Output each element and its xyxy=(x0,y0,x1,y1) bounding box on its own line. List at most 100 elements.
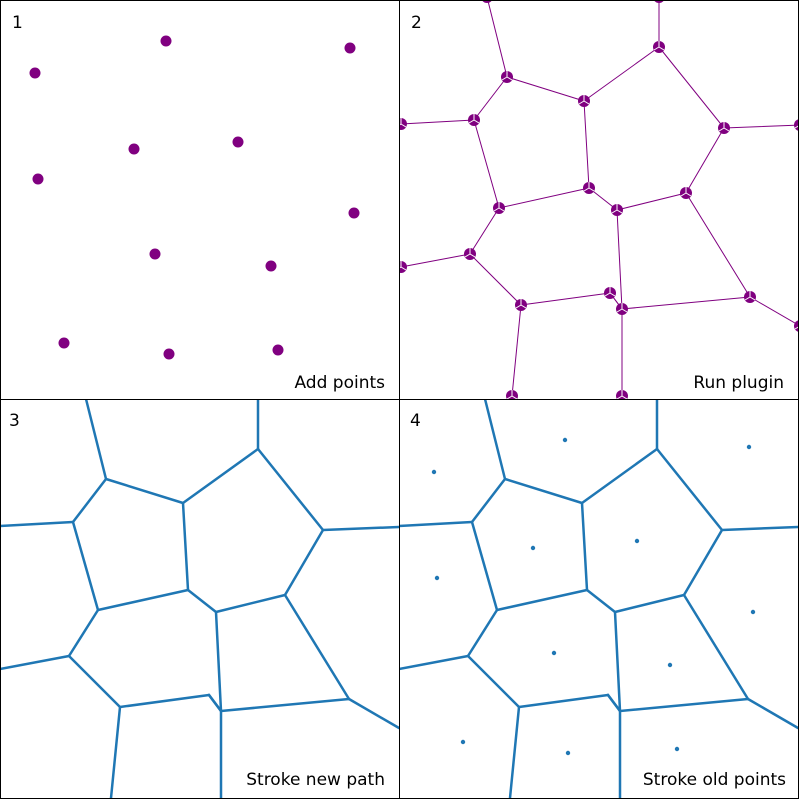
path-node-tick xyxy=(400,123,407,128)
voronoi-path-edge xyxy=(723,124,798,129)
path-node-handle xyxy=(399,261,407,273)
panel-stroke-old-points: 4 Stroke old points xyxy=(399,399,798,798)
path-node-handle xyxy=(464,248,476,260)
stroked-voronoi-edge xyxy=(580,447,659,505)
path-node-tick xyxy=(399,123,402,126)
stroked-voronoi-edge xyxy=(181,501,190,592)
path-node-handle xyxy=(506,390,518,399)
path-node-handle xyxy=(501,71,513,83)
seed-point xyxy=(344,42,356,54)
panel-add-points: 1 Add points xyxy=(12,13,385,393)
path-node-tick xyxy=(520,304,527,309)
path-node-tick xyxy=(749,296,756,301)
path-node-tick xyxy=(723,127,730,132)
path-node-handle xyxy=(680,187,692,199)
stroked-voronoi-edge xyxy=(618,697,750,713)
path-node-tick xyxy=(794,125,798,129)
path-node-tick xyxy=(621,308,628,313)
panel-run-plugin: 2 Run plugin xyxy=(399,0,798,399)
path-node-handle xyxy=(616,303,628,315)
stroked-voronoi-edge xyxy=(682,593,750,701)
voronoi-path-edge xyxy=(621,296,751,310)
seed-point xyxy=(29,67,41,79)
stroked-seed-point xyxy=(431,469,437,475)
path-node-tick xyxy=(685,192,692,197)
seed-point xyxy=(232,136,244,148)
seed-point xyxy=(163,348,175,360)
path-node-tick xyxy=(506,76,513,81)
path-node-tick xyxy=(621,395,628,399)
path-node-tick xyxy=(744,296,751,301)
panel-content xyxy=(399,399,798,798)
seed-point xyxy=(265,260,277,272)
stroked-seed-point xyxy=(565,750,571,756)
stroked-seed-point xyxy=(674,746,680,752)
panel-caption: Stroke new path xyxy=(246,770,385,790)
voronoi-path-edge xyxy=(658,46,725,129)
voronoi-path-edge xyxy=(749,296,798,326)
stroked-voronoi-edge xyxy=(585,588,617,614)
panel-number: 4 xyxy=(410,411,421,431)
panel-content xyxy=(29,35,360,360)
stroked-voronoi-edge xyxy=(495,588,589,612)
voronoi-path-edge xyxy=(506,76,585,102)
path-node-tick xyxy=(515,304,522,309)
path-node-handle xyxy=(616,390,628,399)
path-node-handle xyxy=(515,299,527,311)
seed-point xyxy=(160,35,172,47)
voronoi-path-edge xyxy=(487,0,508,78)
voronoi-path-edge xyxy=(469,253,522,306)
path-node-tick xyxy=(680,192,687,197)
path-node-tick xyxy=(604,292,611,297)
stroked-voronoi-edge xyxy=(186,588,218,614)
panel-content xyxy=(399,0,798,399)
path-node-tick xyxy=(506,395,513,399)
seed-point xyxy=(128,143,140,155)
stroked-voronoi-edge xyxy=(508,705,521,798)
path-node-tick xyxy=(473,119,480,124)
panel-content xyxy=(0,399,399,798)
panel-caption: Add points xyxy=(294,373,385,393)
path-node-handle xyxy=(718,122,730,134)
stroked-voronoi-edge xyxy=(104,477,185,505)
voronoi-path-edge xyxy=(400,253,471,268)
stroked-voronoi-edge xyxy=(67,654,122,709)
path-node-handle xyxy=(583,182,595,194)
voronoi-path-edge xyxy=(473,76,508,121)
path-node-tick xyxy=(501,76,508,81)
path-node-handle xyxy=(794,119,798,131)
stroked-voronoi-edge xyxy=(470,520,499,612)
stroked-voronoi-edge xyxy=(613,593,686,614)
path-node-tick xyxy=(464,253,471,258)
stroked-voronoi-edge xyxy=(466,608,499,658)
path-node-tick xyxy=(583,187,590,192)
seed-point xyxy=(58,337,70,349)
stroked-seed-point xyxy=(434,575,440,581)
stroked-voronoi-edge xyxy=(321,525,399,532)
stroked-seed-point xyxy=(551,650,557,656)
voronoi-path-edge xyxy=(583,100,590,189)
panel-number: 1 xyxy=(12,13,23,33)
voronoi-path-edge xyxy=(469,207,500,255)
stroked-voronoi-edge xyxy=(466,654,521,709)
path-node-tick xyxy=(616,308,623,313)
stroked-seed-point xyxy=(667,662,673,668)
stroked-voronoi-edge xyxy=(517,693,610,709)
stroked-voronoi-edge xyxy=(207,693,223,713)
stroked-voronoi-edge xyxy=(347,697,399,730)
path-node-tick xyxy=(498,207,505,212)
stroked-voronoi-edge xyxy=(181,447,260,505)
path-node-handle xyxy=(794,320,798,332)
voronoi-path-edge xyxy=(616,192,687,211)
path-node-tick xyxy=(616,395,623,399)
path-node-handle xyxy=(399,118,407,130)
voronoi-path-edge xyxy=(685,127,725,194)
stroked-voronoi-edge xyxy=(214,610,223,713)
stroked-voronoi-edge xyxy=(96,588,190,612)
panel-caption: Run plugin xyxy=(693,373,784,393)
stroked-voronoi-edge xyxy=(214,593,287,614)
stroked-voronoi-edge xyxy=(0,654,71,671)
stroked-voronoi-edge xyxy=(655,447,724,532)
seed-point xyxy=(32,173,44,185)
